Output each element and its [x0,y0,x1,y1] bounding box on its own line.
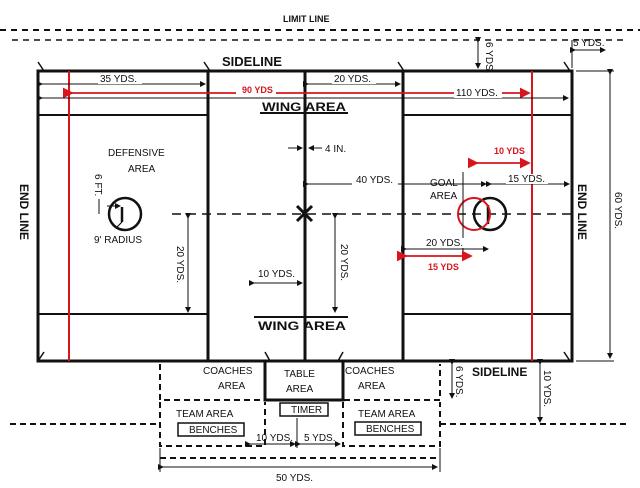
wing-area-bottom-label: WING AREA [258,319,346,333]
table-area-box [263,359,345,402]
top-tick-b [203,61,211,72]
coaches-area-right-label-1: COACHES [345,366,395,377]
forty-yds-label: 40 YDS. [356,175,393,186]
defensive-area-label-2: AREA [128,164,156,175]
benches-right-box [354,421,422,436]
coaches-area-left-label-1: COACHES [203,366,253,377]
six-ft-label: 6 FT. [92,174,103,196]
team-area-left-label: TEAM AREA [176,409,234,420]
five-yds-top-label: 5 YDS. [573,38,605,49]
bottom-tick-a [37,351,45,362]
end-line-left-label: END LINE [17,184,31,240]
sideline-bottom-label: SIDELINE [472,365,527,379]
team-area-dashed [159,402,266,447]
benches-left-label: BENCHES [189,425,238,436]
ninety-yds-label: 90 YDS [242,85,273,95]
end-line-right-label: END LINE [575,184,589,240]
defensive-area-label-1: DEFENSIVE [108,148,165,159]
one-ten-yds-label: 110 YDS. [456,88,498,99]
coaches-area-left-label-2: AREA [218,381,246,392]
ten-yds-red-label: 10 YDS [494,146,525,156]
ten-yds-right-label: 10 YDS. [541,370,552,407]
twenty-yds-center-label: 20 YDS. [338,244,349,281]
top-tick-d [563,61,571,72]
fifteen-yds-red-label: 15 YDS [428,262,459,272]
five-yds-bench-label: 5 YDS. [304,433,336,444]
six-yds-top-label: 6 YDS. [483,42,494,74]
benches-right-label: BENCHES [366,424,415,435]
goal-area-label-2: AREA [430,191,458,202]
table-area-label-2: AREA [286,384,314,395]
wing-area-top-label: WING AREA [262,100,346,114]
red-crease-circle [457,197,491,231]
top-tick-a [37,61,45,72]
bottom-tick-d [563,351,571,362]
four-in-label: 4 IN. [325,144,346,155]
sideline-top-label: SIDELINE [222,54,282,69]
left-crease-radius [115,221,123,229]
limit-line-label: LIMIT LINE [283,14,330,24]
team-area-right-label: TEAM AREA [358,409,416,420]
fifty-yds-label: 50 YDS. [276,473,313,484]
twenty-yds-left-label: 20 YDS. [174,246,185,283]
left-goal-crease [107,196,143,232]
twenty-yds-goal-label: 20 YDS. [426,238,463,249]
right-goal-crease [472,196,508,232]
benches-left-box [177,422,245,437]
top-tick-c [397,61,405,72]
ten-yds-center-label: 10 YDS. [258,269,295,280]
timer-label: TIMER [291,405,322,416]
timer-box [279,402,329,417]
sixty-yds-label: 60 YDS. [612,192,623,229]
ten-yds-bench-label: 10 YDS. [256,433,293,444]
twenty-yds-top-label: 20 YDS. [334,74,371,85]
table-area-label-1: TABLE [284,369,315,380]
nine-radius-label: 9' RADIUS [94,235,142,246]
six-yds-right-label: 6 YDS. [453,366,464,398]
center-x-mark [295,204,314,223]
fifteen-yds-label: 15 YDS. [508,174,545,185]
thirty-five-yds-label: 35 YDS. [100,74,137,85]
coaches-area-right-label-2: AREA [358,381,386,392]
